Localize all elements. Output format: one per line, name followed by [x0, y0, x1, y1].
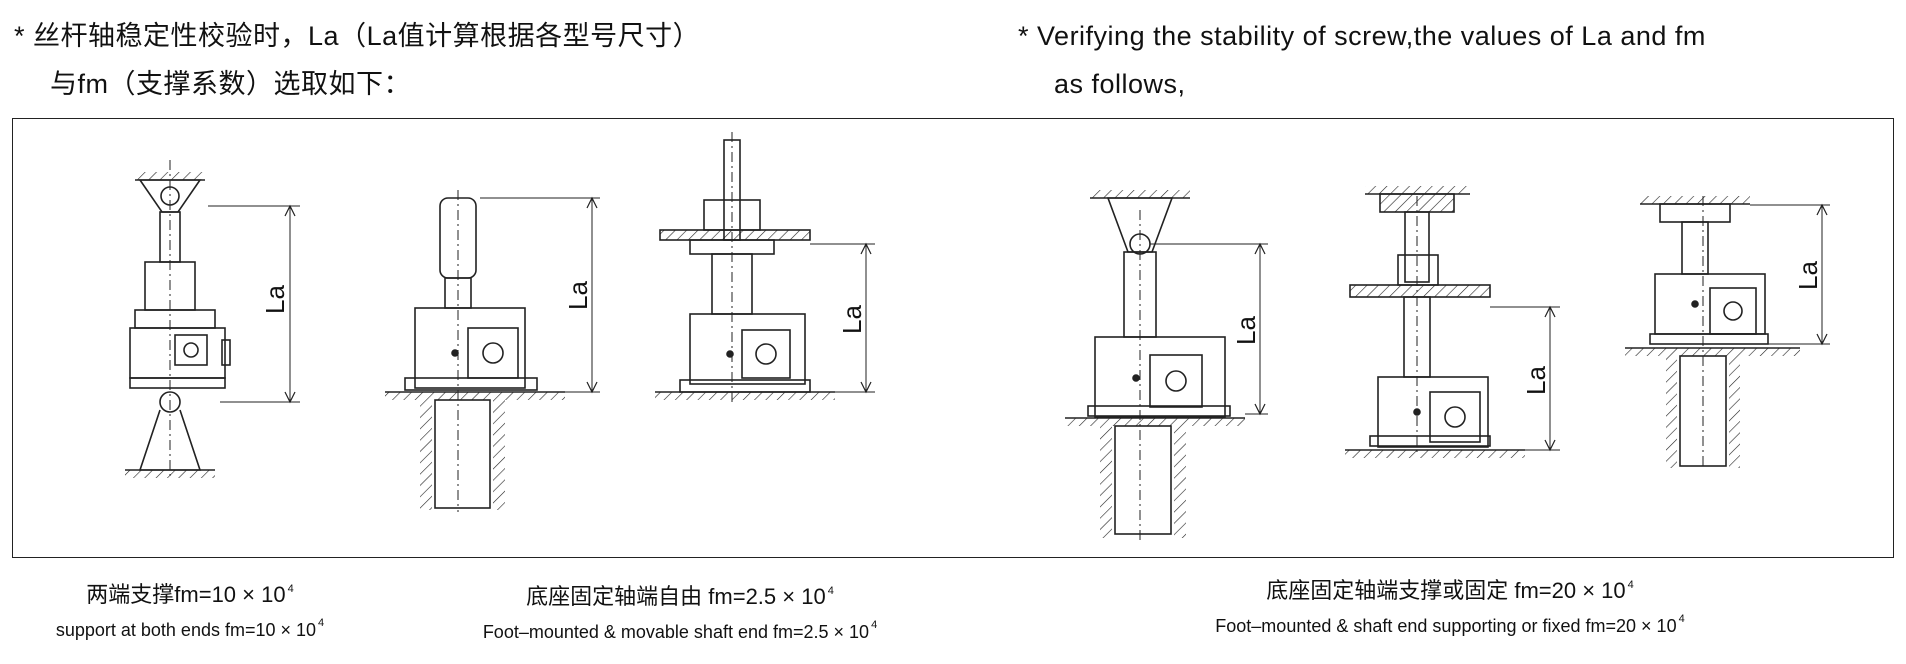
exponent: 4: [287, 583, 294, 595]
exponent: 4: [318, 617, 325, 629]
exponent: 4: [827, 585, 834, 597]
diagram-foot-mounted-through-plate: [655, 132, 875, 404]
diagram-both-ends-supported: [125, 160, 300, 480]
la-label-3: La: [837, 305, 867, 334]
exponent: 4: [871, 619, 878, 631]
caption-en: Foot–mounted & movable shaft end fm=2.5 …: [420, 612, 940, 645]
diagram-ceiling-and-plate: [1345, 186, 1560, 458]
la-label-2: La: [563, 281, 593, 310]
header-cn-line2: 与fm（支撑系数）选取如下：: [50, 69, 411, 99]
caption-en: Foot–mounted & shaft end supporting or f…: [1140, 606, 1760, 639]
caption-en-text: support at both ends fm=10 × 10: [55, 620, 317, 640]
header-cn-line1: 丝杆轴稳定性校验时，La（La值计算根据各型号尺寸）: [33, 21, 701, 51]
exponent: 4: [1627, 579, 1634, 591]
la-label-1: La: [260, 285, 290, 314]
asterisk-mark: *: [14, 21, 26, 51]
asterisk-mark: *: [1018, 21, 1030, 51]
la-label-4: La: [1231, 316, 1261, 345]
header-english: * Verifying the stability of screw,the v…: [1018, 12, 1706, 108]
la-label-6: La: [1793, 261, 1823, 290]
diagram-compact-fixed-both: [1625, 196, 1830, 470]
caption-en-text: Foot–mounted & movable shaft end fm=2.5 …: [482, 622, 870, 642]
drawing-frame: [12, 118, 1894, 558]
header-chinese: * 丝杆轴稳定性校验时，La（La值计算根据各型号尺寸） 与fm（支撑系数）选取…: [14, 12, 700, 108]
la-label-5: La: [1521, 366, 1551, 395]
diagram-clevis-top-foot-mounted: [1065, 190, 1268, 540]
exponent: 4: [1678, 613, 1685, 625]
header-en-line2: as follows,: [1054, 69, 1186, 99]
header-en-line1: Verifying the stability of screw,the val…: [1037, 21, 1706, 51]
caption-cn-text: 两端支撑fm=10 × 10: [86, 582, 286, 607]
diagram-foot-mounted-free-tube: [385, 190, 600, 512]
caption-cn-text: 底座固定轴端自由 fm=2.5 × 10: [526, 584, 826, 609]
caption-en-text: Foot–mounted & shaft end supporting or f…: [1215, 616, 1677, 636]
caption-cn-text: 底座固定轴端支撑或固定 fm=20 × 10: [1266, 578, 1626, 603]
